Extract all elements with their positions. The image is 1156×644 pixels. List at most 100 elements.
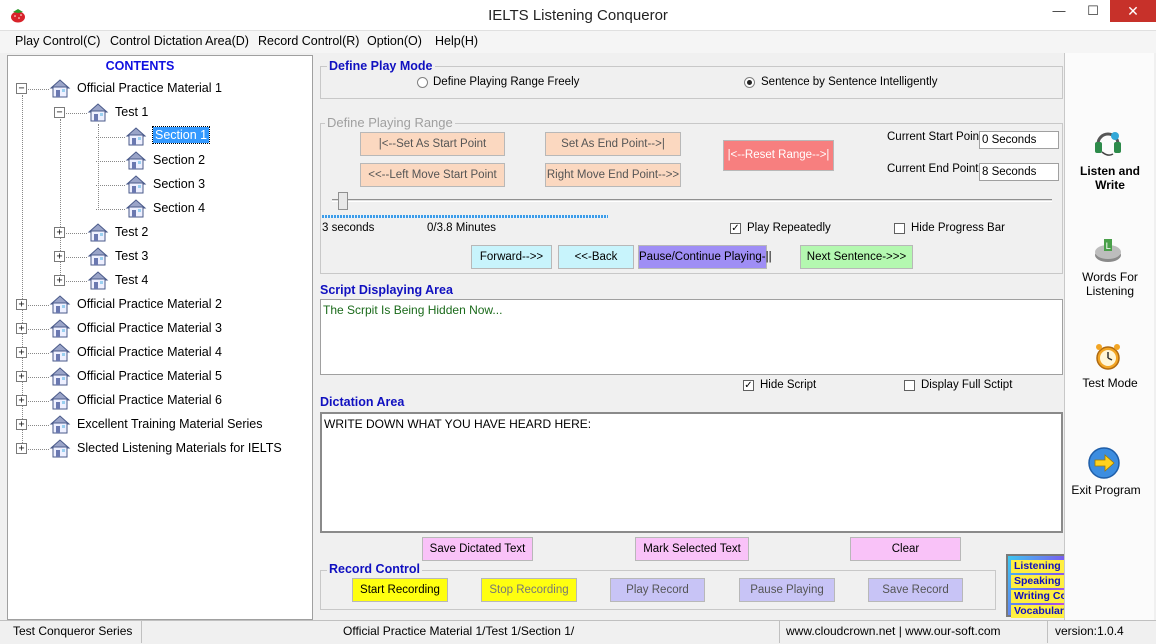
tree-item[interactable]: − Test 1 — [0, 102, 310, 124]
tree-item[interactable]: +Official Practice Material 3 — [0, 318, 310, 340]
tree-guide-line — [60, 119, 61, 281]
play-repeatedly-label: Play Repeatedly — [747, 222, 831, 234]
tree-connector — [28, 305, 49, 306]
minimize-button[interactable]: — — [1052, 3, 1066, 18]
house-icon — [125, 150, 147, 170]
menu-option[interactable]: Option(O) — [367, 34, 422, 48]
current-end-point-field[interactable]: 8 Seconds — [979, 163, 1059, 181]
tree-item[interactable]: +Official Practice Material 4 — [0, 342, 310, 364]
dictation-text-area[interactable]: WRITE DOWN WHAT YOU HAVE HEARD HERE: — [320, 412, 1063, 533]
tree-item[interactable]: + Test 4 — [0, 270, 310, 292]
pause-playing-button[interactable]: Pause Playing — [739, 578, 835, 602]
test-mode-label: Test Mode — [1082, 376, 1138, 390]
exit-arrow-icon — [1088, 447, 1120, 479]
expand-icon[interactable]: + — [16, 323, 27, 334]
tree-item[interactable]: Section 1 — [0, 126, 310, 148]
close-button[interactable]: ✕ — [1110, 0, 1156, 22]
dictation-area-title: Dictation Area — [320, 395, 405, 409]
expand-icon[interactable]: + — [16, 419, 27, 430]
tree-connector — [28, 89, 49, 90]
menu-control-dictation-area[interactable]: Control Dictation Area(D) — [110, 34, 249, 48]
hide-progress-bar-label: Hide Progress Bar — [911, 222, 1005, 234]
test-mode-tool[interactable]: Test Mode — [1066, 337, 1154, 395]
mark-selected-text-button[interactable]: Mark Selected Text — [635, 537, 749, 561]
save-dictated-text-button[interactable]: Save Dictated Text — [422, 537, 533, 561]
tree-item-label: Section 3 — [153, 177, 206, 191]
menu-help[interactable]: Help(H) — [435, 34, 479, 48]
record-control-group — [320, 570, 996, 610]
collapse-icon[interactable]: − — [16, 83, 27, 94]
tree-item[interactable]: Section 4 — [0, 198, 310, 220]
reset-range-button[interactable]: |<--Reset Range-->| — [723, 140, 834, 171]
position-slider[interactable] — [322, 189, 1062, 213]
collapse-icon[interactable]: − — [54, 107, 65, 118]
expand-icon[interactable]: + — [16, 347, 27, 358]
current-start-point-field[interactable]: 0 Seconds — [979, 131, 1059, 149]
set-start-point-button[interactable]: |<--Set As Start Point — [360, 132, 505, 156]
menu-play-control[interactable]: Play Control(C) — [15, 34, 101, 48]
display-full-script-checkbox[interactable] — [904, 380, 915, 391]
set-end-point-button[interactable]: Set As End Point-->| — [545, 132, 681, 156]
tree-item[interactable]: Section 2 — [0, 150, 310, 172]
clear-button[interactable]: Clear — [850, 537, 961, 561]
hide-script-checkbox[interactable]: ✓ — [743, 380, 754, 391]
tree-item-label: Official Practice Material 2 — [77, 297, 222, 311]
pause-continue-button[interactable]: Pause/Continue Playing-|| — [638, 245, 772, 269]
radio-define-range-freely-label: Define Playing Range Freely — [433, 76, 580, 88]
back-button[interactable]: <<-Back — [558, 245, 634, 269]
radio-define-range-freely[interactable] — [417, 77, 428, 88]
next-sentence-button[interactable]: Next Sentence->>> — [800, 245, 913, 269]
words-for-listening-tool[interactable]: L Words For Listening — [1066, 231, 1154, 303]
house-icon — [87, 102, 109, 122]
play-repeatedly-checkbox[interactable]: ✓ — [730, 223, 741, 234]
script-text-area[interactable]: The Scrpit Is Being Hidden Now... — [320, 299, 1063, 375]
right-move-end-point-button[interactable]: Right Move End Point-->> — [545, 163, 681, 187]
tree-connector — [96, 185, 125, 186]
maximize-button[interactable]: ☐ — [1087, 3, 1099, 18]
expand-icon[interactable]: + — [16, 371, 27, 382]
house-icon — [125, 174, 147, 194]
start-recording-button[interactable]: Start Recording — [352, 578, 448, 602]
save-record-button[interactable]: Save Record — [868, 578, 963, 602]
status-bar — [0, 620, 1156, 644]
expand-icon[interactable]: + — [54, 275, 65, 286]
menu-record-control[interactable]: Record Control(R) — [258, 34, 360, 48]
tree-connector — [28, 377, 49, 378]
radio-sentence-by-sentence[interactable] — [744, 77, 755, 88]
tree-item[interactable]: Section 3 — [0, 174, 310, 196]
tree-item-label: Test 1 — [115, 105, 149, 119]
tree-connector — [66, 281, 87, 282]
expand-icon[interactable]: + — [16, 443, 27, 454]
tree-item[interactable]: +Test 3 — [0, 246, 310, 268]
left-move-start-point-button[interactable]: <<--Left Move Start Point — [360, 163, 505, 187]
tree-item-label: Test 4 — [115, 273, 149, 287]
tree-item[interactable]: + Official Practice Material 2 — [0, 294, 310, 316]
stop-recording-button[interactable]: Stop Recording — [481, 578, 577, 602]
tree-item-label: Slected Listening Materials for IELTS — [77, 441, 282, 455]
expand-icon[interactable]: + — [16, 395, 27, 406]
tree-item[interactable]: + Slected Listening Materials for IELTS — [0, 438, 310, 460]
tree-connector — [28, 401, 49, 402]
listen-and-write-label: Listen and Write — [1079, 164, 1140, 192]
tree-item[interactable]: +Official Practice Material 6 — [0, 390, 310, 412]
minutes-readout: 0/3.8 Minutes — [427, 222, 497, 234]
expand-icon[interactable]: + — [54, 251, 65, 262]
listen-and-write-tool[interactable]: Listen and Write — [1066, 118, 1154, 202]
tree-connector — [66, 113, 87, 114]
forward-button[interactable]: Forward-->> — [471, 245, 552, 269]
exit-program-tool[interactable]: Exit Program — [1066, 444, 1154, 512]
tree-item[interactable]: + Excellent Training Material Series — [0, 414, 310, 436]
slider-thumb[interactable] — [338, 192, 348, 210]
play-record-button[interactable]: Play Record — [610, 578, 705, 602]
tree-item-label: Excellent Training Material Series — [77, 417, 263, 431]
tree-item[interactable]: +Test 2 — [0, 222, 310, 244]
tree-item[interactable]: −Official Practice Material 1 — [0, 78, 310, 100]
tree-connector — [28, 353, 49, 354]
hide-progress-bar-checkbox[interactable] — [894, 223, 905, 234]
expand-icon[interactable]: + — [16, 299, 27, 310]
house-icon — [49, 366, 71, 386]
tree-item[interactable]: +Official Practice Material 5 — [0, 366, 310, 388]
hide-script-label: Hide Script — [760, 379, 817, 391]
expand-icon[interactable]: + — [54, 227, 65, 238]
title-bar — [0, 0, 1156, 31]
